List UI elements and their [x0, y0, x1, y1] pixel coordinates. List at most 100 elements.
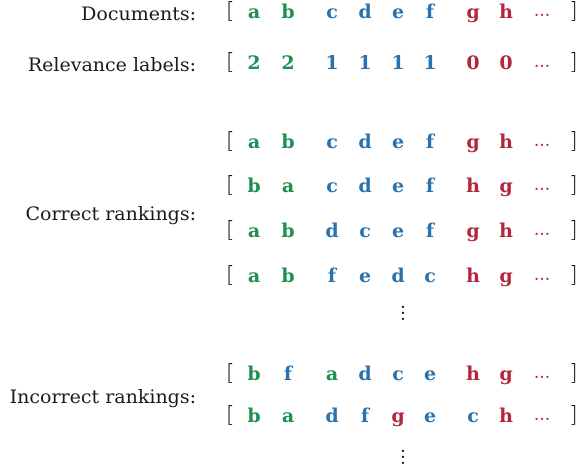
item-7: h [499, 405, 513, 427]
item-5: f [425, 220, 435, 242]
item-6: h [466, 363, 480, 385]
close-bracket: ] [569, 129, 578, 154]
vertical-ellipsis-icon: ··· [400, 441, 406, 474]
item-7: 0 [499, 52, 513, 74]
item-1: 2 [281, 52, 295, 74]
open-bracket: [ [226, 50, 235, 75]
item-6: g [466, 131, 480, 153]
open-bracket: [ [226, 0, 235, 24]
item-1: b [281, 131, 295, 153]
ellipsis: ... [533, 220, 551, 240]
item-3: 1 [358, 52, 372, 74]
open-bracket: [ [226, 173, 235, 198]
item-7: h [499, 220, 513, 242]
item-7: h [499, 1, 513, 23]
item-4: e [391, 131, 405, 153]
item-0: a [247, 220, 261, 242]
item-3: d [358, 131, 372, 153]
item-4: e [391, 1, 405, 23]
item-5: e [423, 405, 437, 427]
item-2: 1 [325, 52, 339, 74]
item-5: f [425, 1, 435, 23]
item-4: d [391, 265, 405, 287]
close-bracket: ] [569, 263, 578, 288]
open-bracket: [ [226, 403, 235, 428]
item-5: e [423, 363, 437, 385]
item-2: d [325, 405, 339, 427]
close-bracket: ] [569, 173, 578, 198]
correct-rankings-label: Correct rankings: [25, 203, 197, 225]
item-1: a [281, 405, 295, 427]
open-bracket: [ [226, 263, 235, 288]
item-6: 0 [466, 52, 480, 74]
item-2: c [326, 131, 338, 153]
item-2: c [326, 175, 338, 197]
close-bracket: ] [569, 403, 578, 428]
item-5: 1 [423, 52, 437, 74]
item-0: 2 [247, 52, 261, 74]
item-0: a [247, 131, 261, 153]
close-bracket: ] [569, 218, 578, 243]
item-7: h [499, 131, 513, 153]
item-1: b [281, 220, 295, 242]
item-1: b [281, 265, 295, 287]
item-4: e [391, 175, 405, 197]
vertical-ellipsis-icon: ··· [400, 297, 406, 330]
relevance-labels-label: Relevance labels: [27, 54, 196, 76]
item-3: e [358, 265, 372, 287]
item-3: f [360, 405, 370, 427]
documents-label: Documents: [81, 3, 196, 25]
ellipsis: ... [533, 405, 551, 425]
item-1: a [281, 175, 295, 197]
ellipsis: ... [533, 363, 551, 383]
ellipsis: ... [533, 1, 551, 21]
open-bracket: [ [226, 361, 235, 386]
item-2: a [325, 363, 339, 385]
close-bracket: ] [569, 0, 578, 24]
item-0: b [247, 175, 261, 197]
item-6: h [466, 175, 480, 197]
item-2: d [325, 220, 339, 242]
ellipsis: ... [533, 265, 551, 285]
item-0: b [247, 405, 261, 427]
open-bracket: [ [226, 218, 235, 243]
incorrect-rankings-label: Incorrect rankings: [9, 386, 196, 408]
item-5: f [425, 175, 435, 197]
item-7: g [499, 265, 513, 287]
item-2: f [327, 265, 337, 287]
item-4: 1 [391, 52, 405, 74]
item-0: a [247, 265, 261, 287]
ellipsis: ... [533, 52, 551, 72]
open-bracket: [ [226, 129, 235, 154]
item-6: g [466, 1, 480, 23]
item-1: b [281, 1, 295, 23]
item-6: g [466, 220, 480, 242]
item-6: c [467, 405, 479, 427]
item-3: d [358, 175, 372, 197]
close-bracket: ] [569, 361, 578, 386]
item-5: c [424, 265, 436, 287]
item-3: d [358, 1, 372, 23]
item-7: g [499, 175, 513, 197]
item-4: g [391, 405, 405, 427]
item-4: e [391, 220, 405, 242]
item-0: b [247, 363, 261, 385]
item-7: g [499, 363, 513, 385]
item-3: d [358, 363, 372, 385]
item-5: f [425, 131, 435, 153]
ellipsis: ... [533, 131, 551, 151]
item-4: c [392, 363, 404, 385]
item-2: c [326, 1, 338, 23]
close-bracket: ] [569, 50, 578, 75]
ellipsis: ... [533, 175, 551, 195]
item-3: c [359, 220, 371, 242]
item-6: h [466, 265, 480, 287]
